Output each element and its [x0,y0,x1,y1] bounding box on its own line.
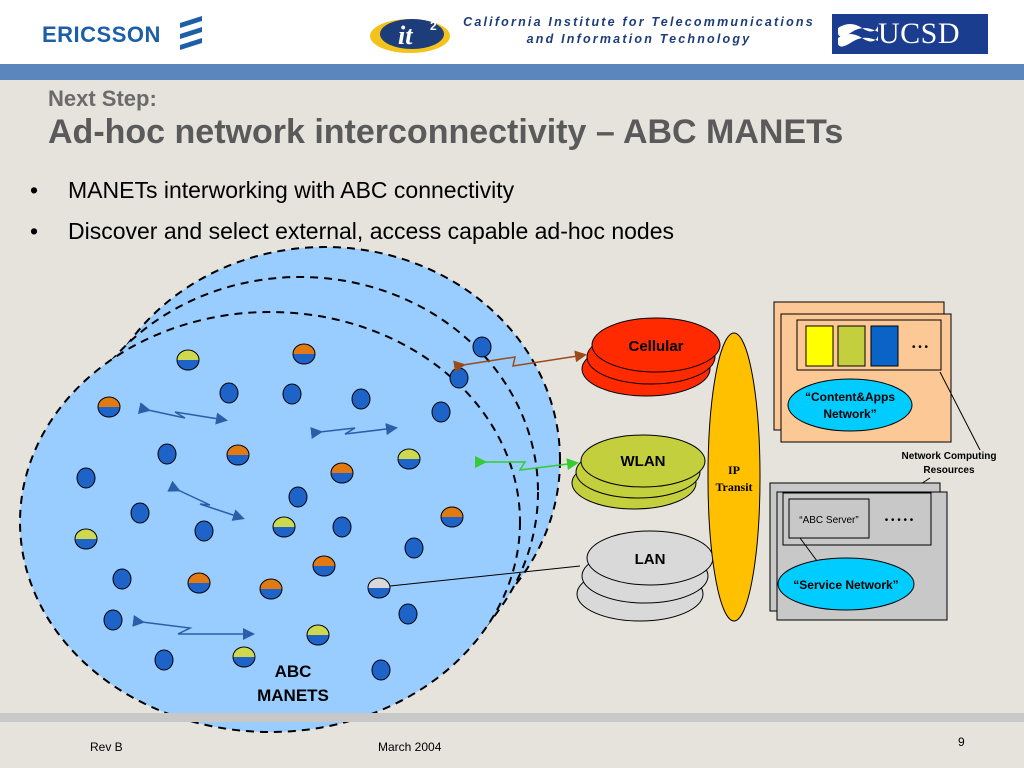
bullet-text: Discover and select external, access cap… [68,218,675,244]
node-blue [130,502,150,524]
service-network-cloud [777,557,915,611]
node-yellow-blue [232,646,256,668]
content-network-line2: Network” [823,407,876,421]
node-orange-blue [312,555,336,577]
ucsd-logo-text: UCSD [878,17,961,50]
node-blue [219,382,239,404]
node-orange-blue [330,462,354,484]
node-blue [194,520,214,542]
bullet-dot-icon: • [30,218,39,244]
node-orange-blue [292,343,316,365]
node-blue [449,367,469,389]
wlan-link [475,456,579,471]
node-blue [472,336,492,358]
calit2-logo: it 2 [370,19,450,53]
page-number: 9 [958,735,965,749]
node-blue [404,537,424,559]
abc-server-label: “ABC Server” [799,515,858,526]
ucsd-wave-icon [838,24,878,47]
ericsson-logo: ERICSSON [42,22,161,47]
node-orange-blue [226,444,250,466]
calit2-line2: and Information Technology [526,32,752,46]
ip-transit: IP Transit [707,332,761,622]
resource-blue [870,325,899,367]
node-orange-blue [187,572,211,594]
header-bar [0,64,1024,80]
calit2-name: California Institute for Telecommunicati… [458,14,820,48]
node-blue [157,443,177,465]
node-blue [112,568,132,590]
ncr-label-line1: Network Computing [902,451,997,462]
node-blue [288,486,308,508]
ncr-label-line2: Resources [923,465,975,476]
service-network-stack: “ABC Server” • • • • • “Service Network” [769,482,948,621]
node-blue [431,401,451,423]
slide-subtitle: Next Step: [48,86,157,111]
slide-title: Ad-hoc network interconnectivity – ABC M… [48,113,844,151]
bullet-dot-icon: • [30,177,39,203]
service-network-label: “Service Network” [793,578,898,592]
bullet-item: • MANETs interworking with ABC connectivi… [30,177,514,204]
node-orange-blue [440,506,464,528]
node-blue [351,388,371,410]
ip-transit-line2: Transit [715,480,752,494]
content-network-stack: • • • “Content&Apps Network” [773,301,952,443]
calit2-logo-text: it [398,21,413,50]
cluster-label-line1: ABC [275,662,312,681]
ericsson-mark-icon [180,16,202,50]
node-orange-blue [259,578,283,600]
slide-header: ERICSSON it 2 California Institute for T… [0,0,1024,64]
lan-link [389,565,581,587]
content-network-line1: “Content&Apps [805,390,895,404]
resource-yellow [805,325,834,367]
wlan-label: WLAN [621,453,666,470]
ncr-callout-top [939,371,981,451]
calit2-line1: California Institute for Telecommunicati… [463,15,815,29]
node-blue [371,659,391,681]
server-ellipsis: • • • • • [885,515,914,526]
ip-transit-line1: IP [728,463,740,477]
cellular-label: Cellular [628,338,683,355]
ucsd-logo: UCSD [832,14,988,54]
cellular-link [453,350,587,373]
footer-rev: Rev B [90,740,123,754]
node-blue [154,649,174,671]
cellular-network: Cellular [581,317,721,397]
node-yellow-blue [272,516,296,538]
node-yellow-blue [306,624,330,646]
lan-label: LAN [635,551,666,568]
wlan-network: WLAN [571,434,706,510]
resource-green [837,325,866,367]
content-apps-cloud [787,378,913,432]
node-blue [282,383,302,405]
manet-cluster [19,246,561,733]
bullet-text: MANETs interworking with ABC connectivit… [68,177,515,203]
node-yellow-blue [74,528,98,550]
content-ellipsis: • • • [912,342,929,353]
node-yellow-blue [397,448,421,470]
node-blue [332,516,352,538]
footer-bar [0,713,1024,722]
footer-date: March 2004 [378,740,442,754]
node-blue [103,609,123,631]
node-blue [398,603,418,625]
wireless-links [132,402,398,640]
node-yellow-blue [176,349,200,371]
bullet-item: • Discover and select external, access ca… [30,218,674,245]
calit2-superscript: 2 [430,19,437,33]
lan-network: LAN [576,530,714,622]
abc-server-box [788,498,870,539]
node-orange-blue [97,396,121,418]
node-blue [76,467,96,489]
manet-nodes [74,336,492,681]
cluster-label-line2: MANETS [257,686,329,705]
node-gray-blue [367,577,391,599]
